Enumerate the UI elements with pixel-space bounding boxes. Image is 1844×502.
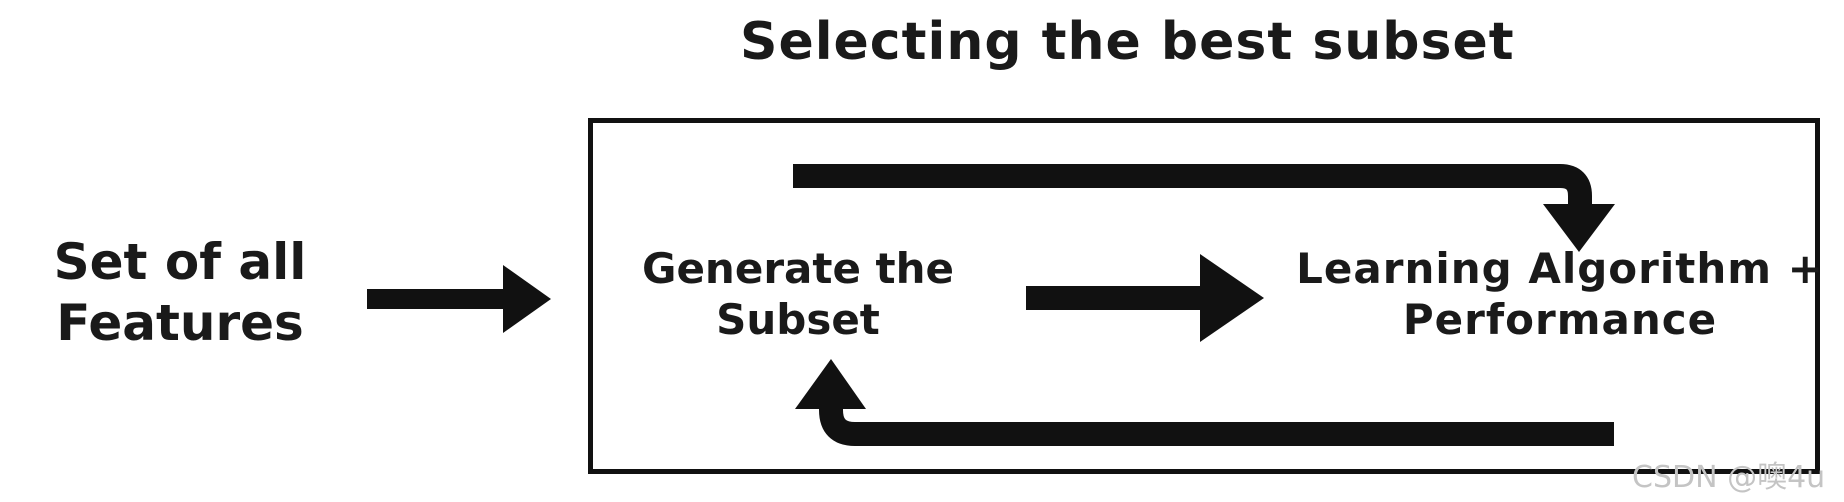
node-all-features-line1: Set of all [53,233,307,291]
node-generate-subset: Generate the Subset [620,243,976,345]
node-generate-subset-line2: Subset [716,295,880,345]
arrow-top-loop [793,164,1615,252]
node-generate-subset-line1: Generate the [641,244,955,293]
arrow-bottom-loop [795,359,1614,446]
node-learning-algorithm-line1: Learning Algorithm + [1296,244,1824,293]
node-all-features: Set of all Features [30,232,330,354]
subset-selection-frame [588,118,1820,474]
csdn-watermark: CSDN @噢4u [1632,460,1826,495]
node-learning-algorithm: Learning Algorithm + Performance [1280,243,1840,345]
diagram-title: Selecting the best subset [740,12,1515,72]
node-all-features-line2: Features [56,294,304,352]
arrow-features-to-generate [367,265,551,333]
node-learning-algorithm-line2: Performance [1402,295,1718,345]
arrow-generate-to-learning [1026,254,1264,342]
